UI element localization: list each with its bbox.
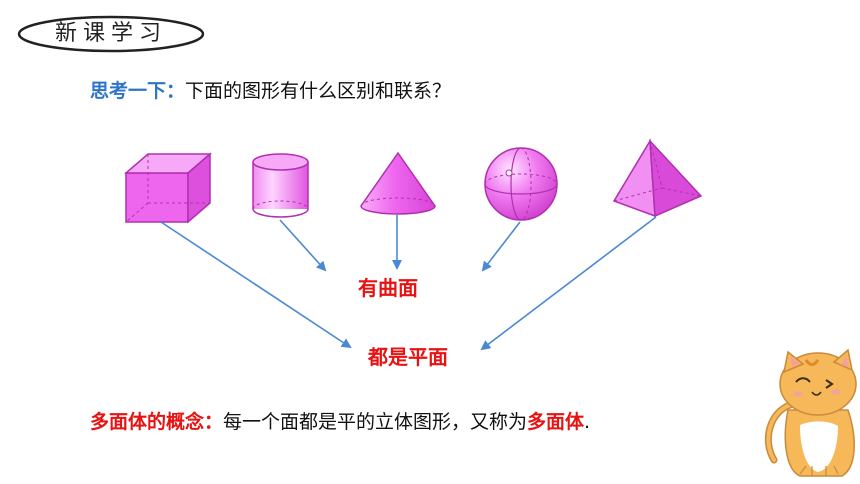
concept-end: . [584, 411, 591, 433]
arrow-sphere-to-curved [481, 221, 521, 272]
pyramid-shape [612, 138, 703, 218]
section-badge-label: 新课学习 [54, 21, 167, 46]
question-text: 下面的图形有什么区别和联系？ [185, 80, 452, 102]
question-lead: 思考一下： [90, 80, 186, 102]
cuboid-shape [123, 152, 213, 224]
sphere-shape [484, 147, 558, 221]
label-curved-surface: 有曲面 [358, 276, 418, 300]
concept-term: 多面体的概念： [90, 411, 224, 433]
concept-keyword: 多面体 [527, 411, 585, 433]
section-badge: 新课学习 [16, 14, 206, 54]
cat-illustration [764, 348, 857, 477]
arrow-cylinder-to-curved [279, 219, 327, 272]
concept-line: 多面体的概念：每一个面都是平的立体图形，又称为多面体. [90, 407, 590, 434]
cone-shape [360, 151, 436, 215]
question-line: 思考一下：下面的图形有什么区别和联系？ [90, 76, 451, 103]
arrow-cuboid-to-flat [160, 221, 352, 349]
label-all-flat: 都是平面 [368, 345, 448, 369]
concept-definition: 每一个面都是平的立体图形，又称为 [223, 411, 528, 433]
arrow-pyramid-to-flat [480, 216, 657, 351]
cylinder-shape [252, 153, 309, 218]
